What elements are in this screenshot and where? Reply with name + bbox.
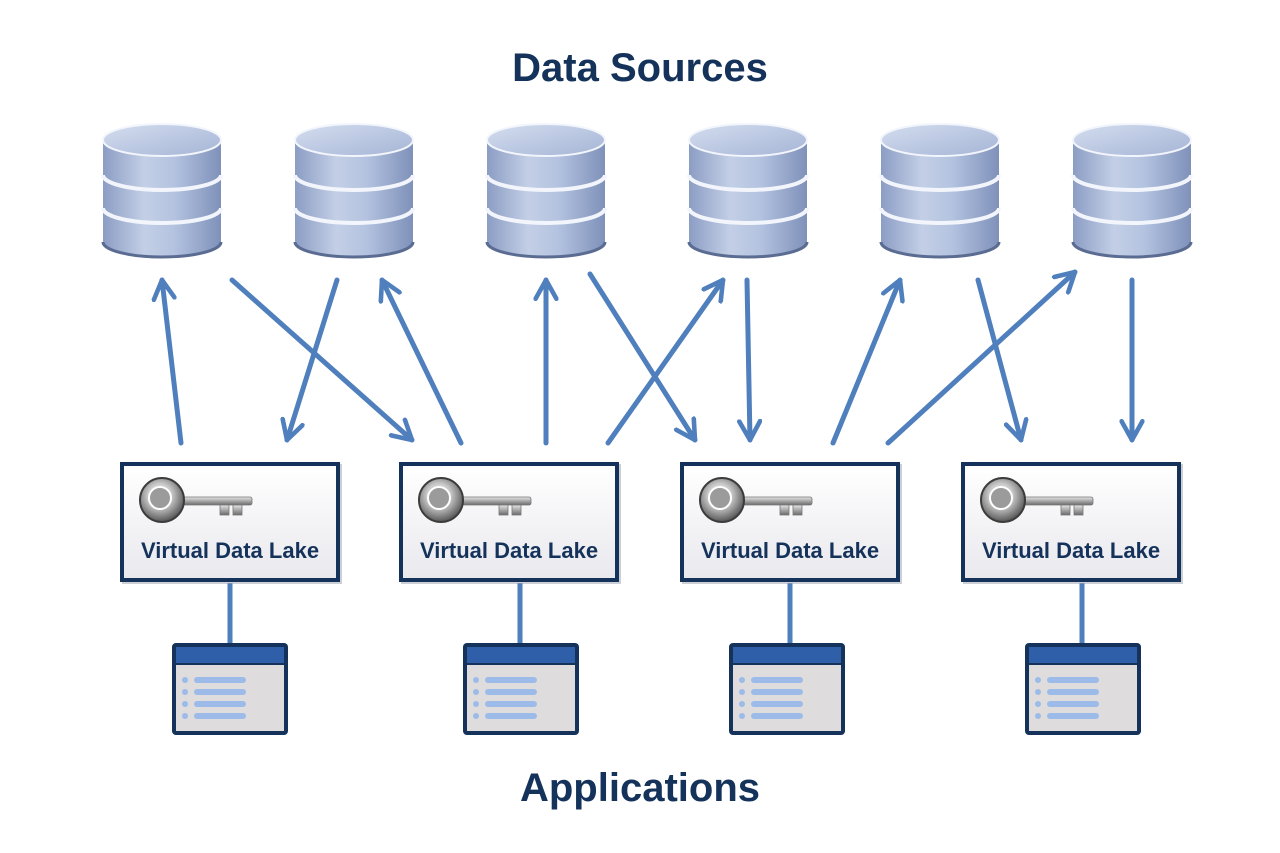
lake-label: Virtual Data Lake bbox=[420, 538, 598, 563]
key-icon bbox=[418, 477, 532, 523]
database-icon bbox=[101, 123, 223, 259]
connection-arrows bbox=[162, 269, 1132, 446]
arrow-db5-to-lake4 bbox=[975, 277, 1021, 443]
lake-label: Virtual Data Lake bbox=[141, 538, 319, 563]
arrow-db1-to-lake2 bbox=[229, 277, 415, 443]
virtual-data-lake-box: Virtual Data Lake bbox=[961, 462, 1183, 584]
application-window-icon bbox=[463, 643, 579, 735]
key-icon bbox=[980, 477, 1094, 523]
application-window-icon bbox=[1025, 643, 1141, 735]
applications-title: Applications bbox=[519, 766, 761, 810]
database-icon bbox=[485, 123, 607, 259]
data-sources-title: Data Sources bbox=[512, 46, 768, 90]
arrow-lake2-to-db2 bbox=[382, 277, 464, 446]
arrow-lake1-to-db1 bbox=[162, 277, 184, 446]
arrow-db4-to-lake3 bbox=[747, 277, 750, 443]
arrow-db2-to-lake1 bbox=[287, 277, 340, 443]
database-icon bbox=[293, 123, 415, 259]
lake-label: Virtual Data Lake bbox=[701, 538, 879, 563]
database-icon bbox=[1071, 123, 1193, 259]
virtual-data-lake-box: Virtual Data Lake bbox=[680, 462, 902, 584]
arrow-lake2-to-db4 bbox=[605, 277, 726, 446]
lake-label: Virtual Data Lake bbox=[982, 538, 1160, 563]
virtual-data-lake-box: Virtual Data Lake bbox=[120, 462, 342, 584]
app-connectors bbox=[227, 583, 1085, 643]
key-icon bbox=[139, 477, 253, 523]
arrow-db3-to-lake3 bbox=[587, 271, 698, 443]
database-icon bbox=[879, 123, 1001, 259]
database-icon bbox=[687, 123, 809, 259]
key-icon bbox=[699, 477, 813, 523]
arrow-lake3-to-db5 bbox=[830, 277, 900, 446]
application-window-icon bbox=[172, 643, 288, 735]
virtual-data-lake-box: Virtual Data Lake bbox=[399, 462, 621, 584]
application-window-icon bbox=[729, 643, 845, 735]
arrow-lake3-to-db6 bbox=[885, 269, 1078, 446]
